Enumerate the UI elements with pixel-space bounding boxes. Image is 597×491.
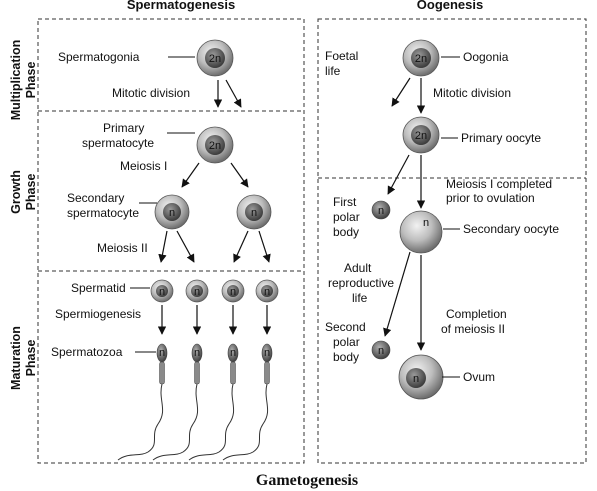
ploidy-label: n — [230, 286, 236, 298]
meiosis1-arrow-left — [181, 162, 200, 188]
secondary-spermatocyte-cell: n — [154, 194, 190, 230]
oogonia-label: Oogonia — [463, 50, 509, 64]
ploidy-label: 2n — [415, 53, 427, 65]
primary-spermatocyte-cell: 2n — [196, 126, 234, 164]
meiosis2-arrow — [158, 230, 168, 263]
ploidy-label: n — [378, 205, 384, 217]
meiosis2-arrow-polar — [383, 251, 411, 337]
first-polar-body-label-line2: polar — [333, 210, 360, 224]
phase-label-maturation: Maturation Phase — [9, 326, 38, 390]
ploidy-label: n — [230, 347, 236, 359]
ploidy-label: n — [169, 207, 175, 219]
secondary-spermatocyte-cell: n — [236, 194, 272, 230]
meiosis2-label: Meiosis II — [97, 241, 148, 255]
meiosis1-label: Meiosis I — [120, 159, 167, 173]
first-polar-body-cell: n — [371, 200, 391, 220]
mitotic-division-label: Mitotic division — [112, 86, 190, 100]
ploidy-label: 2n — [209, 140, 221, 152]
svg-text:Maturation: Maturation — [9, 326, 23, 390]
spermatozoon: n — [188, 343, 239, 461]
secondary-oocyte-label: Secondary oocyte — [463, 222, 559, 236]
oogonia-mitotic-arrow-left — [391, 77, 411, 107]
ploidy-label: n — [264, 347, 270, 359]
primary-oocyte-label: Primary oocyte — [461, 131, 541, 145]
adult-life-label-line2: reproductive — [328, 276, 394, 290]
phase-label-multiplication: Multiplication Phase — [9, 40, 38, 121]
ploidy-label: n — [264, 286, 270, 298]
spermatid-cell: n — [185, 279, 209, 303]
meiosis1-arrow-right — [230, 162, 249, 188]
ploidy-label: 2n — [415, 130, 427, 142]
secondary-oocyte-cell: n — [399, 210, 443, 254]
spermatogenesis-box — [37, 18, 305, 464]
svg-text:Phase: Phase — [24, 174, 38, 211]
completion-label-line1: Completion — [446, 307, 507, 321]
ploidy-label: n — [194, 347, 200, 359]
spermiogenesis-label: Spermiogenesis — [55, 307, 141, 321]
second-polar-body-label-line1: Second — [325, 320, 366, 334]
ploidy-label: n — [251, 207, 257, 219]
ploidy-label: n — [378, 345, 384, 357]
ovum-label: Ovum — [463, 370, 495, 384]
spermatogonia-cell: 2n — [196, 39, 234, 77]
secondary-spermatocyte-label-line1: Secondary — [67, 191, 124, 205]
ploidy-label: n — [194, 286, 200, 298]
first-polar-body-label-line1: First — [333, 195, 357, 209]
svg-text:Growth: Growth — [9, 170, 23, 214]
spermatid-label: Spermatid — [71, 281, 126, 295]
secondary-spermatocyte-label-line2: spermatocyte — [67, 206, 139, 220]
spermatid-cell: n — [221, 279, 245, 303]
phase-boxes — [37, 18, 587, 464]
oogonia-cell: 2n — [402, 39, 440, 77]
foetal-life-label-line1: Foetal — [325, 49, 358, 63]
ploidy-label: n — [423, 217, 429, 229]
ploidy-label: n — [159, 347, 165, 359]
phase-label-growth: Growth Phase — [9, 170, 38, 214]
meiosis2-arrow — [176, 230, 195, 263]
header-spermatogenesis: Spermatogenesis — [127, 0, 235, 12]
spermatid-cell: n — [255, 279, 279, 303]
meiosis1-completed-label-line2: prior to ovulation — [446, 191, 535, 205]
header-oogenesis: Oogenesis — [417, 0, 483, 12]
spermatid-cell: n — [150, 279, 174, 303]
spermatozoa-label: Spermatozoa — [51, 345, 123, 359]
spermatozoon: n — [152, 343, 203, 461]
foetal-life-label-line2: life — [325, 64, 341, 78]
second-polar-body-label-line2: polar — [333, 335, 360, 349]
ploidy-label: n — [159, 286, 165, 298]
svg-text:Phase: Phase — [24, 62, 38, 99]
svg-text:Phase: Phase — [24, 340, 38, 377]
primary-oocyte-cell: 2n — [402, 116, 440, 154]
diagram-title: Gametogenesis — [256, 472, 358, 489]
oogenesis-box — [317, 18, 587, 464]
spermatozoon: n — [117, 343, 168, 461]
ploidy-label: n — [413, 373, 419, 385]
meiosis1-arrow-polar — [387, 154, 410, 195]
ploidy-label: 2n — [209, 53, 221, 65]
oogenesis-mitotic-division-label: Mitotic division — [433, 86, 511, 100]
adult-life-label-line1: Adult — [344, 261, 372, 275]
ovum-cell: n — [398, 354, 444, 400]
spermatogonia-label: Spermatogonia — [58, 50, 140, 64]
svg-text:Multiplication: Multiplication — [9, 40, 23, 121]
meiosis2-arrow — [258, 230, 271, 263]
completion-label-line2: of meiosis II — [441, 322, 505, 336]
adult-life-label-line3: life — [352, 291, 368, 305]
second-polar-body-label-line3: body — [333, 350, 359, 364]
primary-spermatocyte-label-line1: Primary — [103, 121, 144, 135]
primary-spermatocyte-label-line2: spermatocyte — [82, 136, 154, 150]
meiosis2-arrow — [233, 230, 249, 263]
mitotic-arrow-diagonal — [225, 79, 242, 108]
meiosis1-completed-label-line1: Meiosis I completed — [446, 177, 552, 191]
second-polar-body-cell: n — [371, 340, 391, 360]
first-polar-body-label-line3: body — [333, 225, 359, 239]
spermatozoon: n — [222, 343, 273, 461]
